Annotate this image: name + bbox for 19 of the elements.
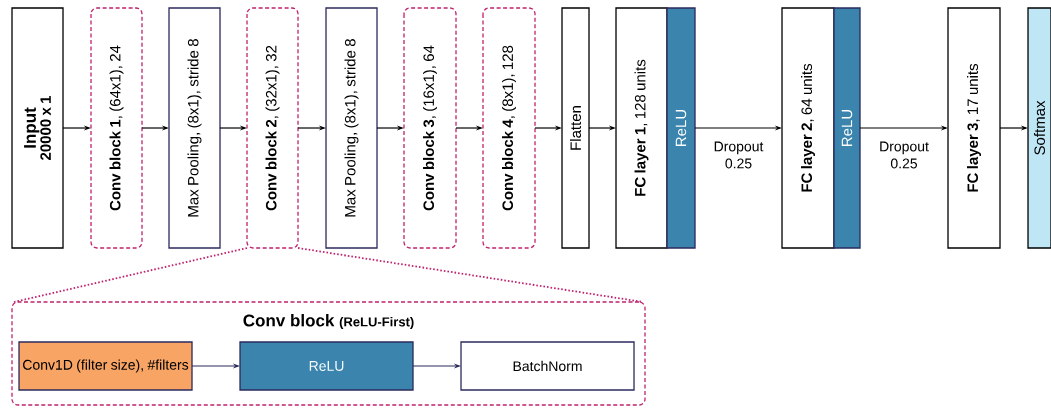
conv-block-box: Conv block 4, (8x1), 128 [482,7,536,249]
batchnorm-box: BatchNorm [460,341,635,391]
conv1d-box: Conv1D (filter size), #filters [18,341,193,391]
input-box: Input 20000 x 1 [11,7,64,249]
conv-block-box: Conv block 2, (32x1), 32 [246,7,299,249]
relu-box: ReLU [239,341,414,391]
fc-layer-box: FC layer 2, 64 units [781,7,835,249]
pooling-box: Max Pooling, (8x1), stride 8 [325,7,378,249]
relu-box: ReLU [833,7,861,249]
conv-block-box: Conv block 1, (64x1), 24 [90,7,143,249]
edge-label: Dropout 0.25 [880,141,929,169]
flatten-box: Flatten [561,7,590,249]
softmax-box: Softmax [1027,7,1051,249]
pooling-box: Max Pooling, (8x1), stride 8 [168,7,221,249]
relu-box: ReLU [666,7,696,249]
edge-label: Dropout 0.25 [714,141,764,169]
fc-layer-box: FC layer 1, 128 units [615,7,668,249]
fc-layer-box: FC layer 3, 17 units [947,7,1001,249]
conv-block-box: Conv block 3, (16x1), 64 [403,7,457,249]
